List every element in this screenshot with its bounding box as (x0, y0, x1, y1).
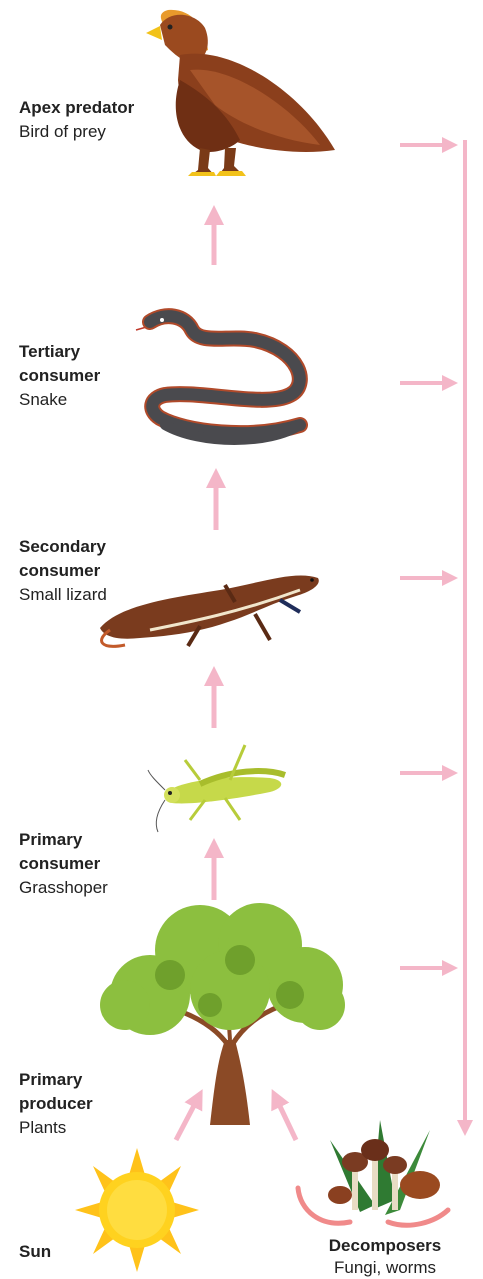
primary-title: Primary consumer (19, 828, 139, 876)
apex-subtitle: Bird of prey (19, 120, 179, 144)
secondary-title: Secondary consumer (19, 535, 139, 583)
label-sun: Sun (19, 1240, 139, 1264)
decomposers-illustration (298, 1120, 448, 1225)
snake-illustration (136, 316, 300, 440)
label-primary-producer: Primary producer Plants (19, 1068, 139, 1140)
arrow-sun-to-plant (176, 1098, 198, 1140)
arrow-decomposers-to-plant (276, 1098, 296, 1140)
decomposer-arrows (400, 140, 465, 1128)
decomposers-title: Decomposers (300, 1235, 470, 1257)
label-apex-predator: Apex predator Bird of prey (19, 96, 179, 144)
apex-title: Apex predator (19, 96, 179, 120)
secondary-subtitle: Small lizard (19, 583, 139, 607)
label-secondary-consumer: Secondary consumer Small lizard (19, 535, 139, 607)
tertiary-title: Tertiary consumer (19, 340, 139, 388)
label-primary-consumer: Primary consumer Grasshoper (19, 828, 139, 900)
decomposers-subtitle: Fungi, worms (334, 1258, 436, 1277)
tertiary-subtitle: Snake (19, 388, 139, 412)
producer-title: Primary producer (19, 1068, 139, 1116)
eagle-illustration (146, 10, 335, 176)
label-decomposers: Decomposers Fungi, worms (300, 1235, 470, 1279)
producer-subtitle: Plants (19, 1116, 139, 1140)
primary-subtitle: Grasshoper (19, 876, 139, 900)
label-tertiary-consumer: Tertiary consumer Snake (19, 340, 139, 412)
grasshopper-illustration (148, 745, 285, 832)
sun-title: Sun (19, 1240, 139, 1264)
